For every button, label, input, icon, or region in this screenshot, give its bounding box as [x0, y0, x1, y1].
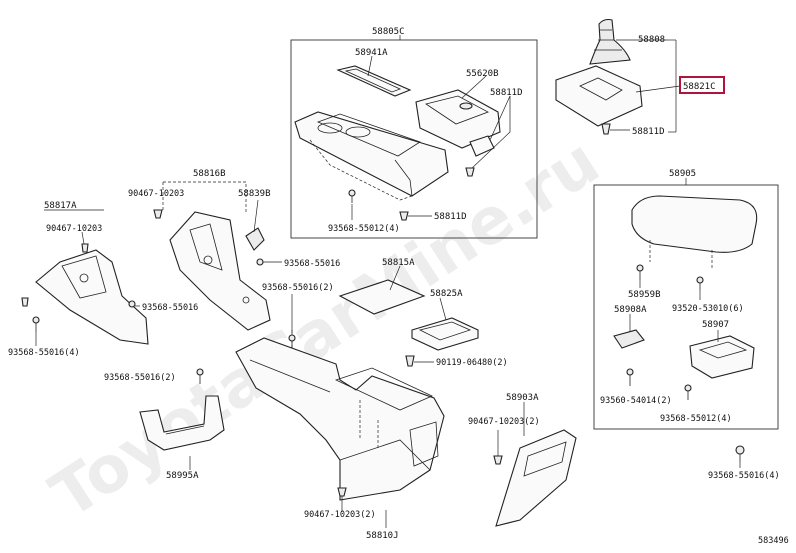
label-58811D-b: 58811D — [434, 212, 467, 222]
clip-90467-10203-2-a[interactable] — [493, 455, 503, 465]
part-55620B[interactable] — [415, 89, 501, 149]
part-58811D-clip-b[interactable] — [399, 211, 409, 221]
clip-left-upper[interactable] — [21, 297, 29, 307]
part-58821C-bezel[interactable] — [555, 65, 643, 127]
label-90467-10203-a: 90467-10203 — [128, 189, 184, 199]
label-58903A: 58903A — [506, 393, 539, 403]
label-93568-55016-4-b: 93568-55016(4) — [708, 471, 780, 481]
screw-93568-55016-2-b[interactable] — [196, 368, 204, 384]
label-93568-55016-b: 93568-55016 — [142, 303, 198, 313]
screw-93560-54014[interactable] — [626, 368, 634, 386]
label-58805C: 58805C — [372, 27, 405, 37]
label-58811D-a: 58811D — [490, 88, 523, 98]
label-58839B: 58839B — [238, 189, 271, 199]
label-90119-06480-2: 90119-06480(2) — [436, 358, 508, 368]
label-93568-55016-4-a: 93568-55016(4) — [8, 348, 80, 358]
screw-93520-53010[interactable] — [696, 276, 704, 290]
screw-93568-55016-b[interactable] — [128, 300, 136, 308]
label-58907: 58907 — [702, 320, 729, 330]
screw-58959B[interactable] — [636, 264, 644, 280]
part-58811D-clip-c[interactable] — [601, 123, 611, 135]
part-58995A[interactable] — [139, 395, 225, 451]
part-58805C-panel[interactable] — [294, 111, 449, 201]
label-58825A: 58825A — [430, 289, 463, 299]
label-58908A: 58908A — [614, 305, 647, 315]
screw-93568-55016-a[interactable] — [256, 258, 264, 266]
part-58941A[interactable] — [336, 65, 412, 97]
label-58815A: 58815A — [382, 258, 415, 268]
label-93568-55012-4-a: 93568-55012(4) — [328, 224, 400, 234]
screw-93568-55016-4-b[interactable] — [735, 445, 745, 462]
clip-90467-10203-2-b[interactable] — [337, 487, 347, 497]
label-90467-10203-2-a: 90467-10203(2) — [468, 417, 540, 427]
part-58811D-clip-a[interactable] — [465, 167, 475, 177]
part-58839B[interactable] — [245, 227, 265, 251]
part-58907[interactable] — [689, 335, 755, 379]
part-58810J[interactable] — [235, 337, 445, 501]
part-58817A[interactable] — [35, 249, 149, 345]
screw-93568-55012-b[interactable] — [684, 384, 692, 400]
screw-93568-55012-a[interactable] — [348, 189, 356, 203]
label-55620B: 55620B — [466, 69, 499, 79]
label-58959B: 58959B — [628, 290, 661, 300]
part-58811D-upper[interactable] — [469, 135, 495, 157]
label-58941A: 58941A — [355, 48, 388, 58]
label-58905: 58905 — [669, 169, 696, 179]
label-93568-55016-2-a: 93568-55016(2) — [262, 283, 334, 293]
label-58816B: 58816B — [193, 169, 226, 179]
label-90467-10203-b: 90467-10203 — [46, 224, 102, 234]
clip-90467-10203-b[interactable] — [81, 243, 89, 253]
label-93568-55016-2-b: 93568-55016(2) — [104, 373, 176, 383]
figure-id: 583496 — [758, 536, 789, 546]
group-box-58805C — [290, 39, 538, 239]
label-93520-53010-6: 93520-53010(6) — [672, 304, 744, 314]
part-58908A[interactable] — [613, 329, 645, 349]
label-58811D-c: 58811D — [632, 127, 665, 137]
label-58808: 58808 — [638, 35, 665, 45]
clip-90119-06480[interactable] — [405, 355, 415, 367]
highlight-58821C — [679, 76, 725, 94]
part-58905-lid[interactable] — [631, 195, 758, 268]
label-93560-54014-2: 93560-54014(2) — [600, 396, 672, 406]
part-58816B[interactable] — [169, 211, 271, 331]
clip-90467-10203-a[interactable] — [153, 209, 163, 219]
screw-93568-55016-4-a[interactable] — [32, 316, 40, 332]
label-93568-55016-a: 93568-55016 — [284, 259, 340, 269]
label-58810J: 58810J — [366, 531, 399, 541]
label-93568-55012-4-b: 93568-55012(4) — [660, 414, 732, 424]
part-58815A[interactable] — [338, 279, 426, 315]
part-58903A[interactable] — [495, 429, 577, 527]
part-58808-boot[interactable] — [589, 18, 631, 65]
label-90467-10203-2-b: 90467-10203(2) — [304, 510, 376, 520]
label-58817A: 58817A — [44, 201, 77, 211]
label-58821C[interactable]: 58821C — [683, 82, 716, 92]
label-58995A: 58995A — [166, 471, 199, 481]
part-58825A[interactable] — [411, 317, 479, 351]
